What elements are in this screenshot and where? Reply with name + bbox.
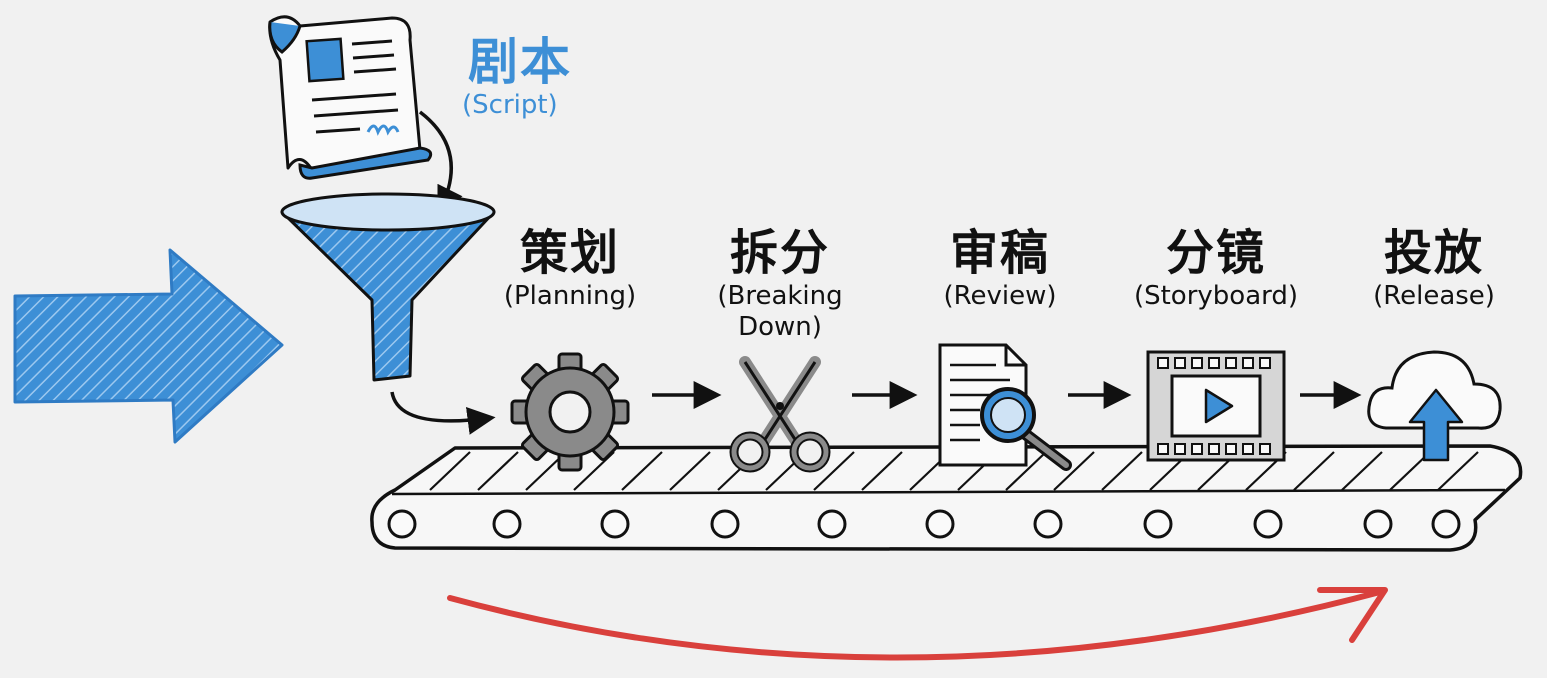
belt-roller	[1363, 509, 1393, 539]
belt-slat	[669, 451, 711, 491]
belt-roller	[387, 509, 417, 539]
stage-title-en: (Review)	[943, 281, 1057, 311]
film-perforation	[1242, 357, 1254, 369]
stage-title-zh: 分镜	[1165, 225, 1266, 281]
belt-slat	[477, 451, 519, 491]
film-perforation	[1157, 443, 1169, 455]
belt-slat	[813, 451, 855, 491]
belt-slat	[861, 451, 903, 491]
film-play-icon	[1146, 350, 1286, 462]
film-perforation	[1174, 443, 1186, 455]
stage-title-zh: 审稿	[949, 225, 1050, 281]
stage-title-zh: 投放	[1383, 225, 1484, 281]
big-input-arrow	[13, 248, 284, 444]
scissors-icon	[729, 356, 831, 473]
script-scroll-icon	[268, 15, 433, 180]
stage-label-planning: 策划 (Planning)	[460, 225, 680, 312]
film-perforation	[1225, 443, 1237, 455]
stage-title-zh: 策划	[519, 225, 620, 281]
cloud-upload-icon	[1367, 350, 1502, 462]
belt-roller	[600, 509, 630, 539]
film-perforation	[1191, 443, 1203, 455]
belt-roller	[1431, 509, 1461, 539]
belt-roller	[925, 509, 955, 539]
film-perforation	[1208, 443, 1220, 455]
belt-slat	[429, 451, 471, 491]
belt-roller	[710, 509, 740, 539]
belt-slat	[1293, 451, 1335, 491]
belt-slat	[1437, 451, 1479, 491]
script-title: 剧本	[468, 33, 572, 91]
stage-label-review: 审稿 (Review)	[890, 225, 1110, 312]
film-perforation	[1191, 357, 1203, 369]
script-subtitle: (Script)	[462, 90, 558, 120]
stage-label-breaking-down: 拆分 (Breaking Down)	[670, 225, 890, 343]
belt-slat	[1053, 451, 1095, 491]
gear-icon	[510, 352, 630, 472]
stage-title-en: (Release)	[1373, 281, 1495, 311]
stage-label-storyboard: 分镜 (Storyboard)	[1106, 225, 1326, 312]
belt-roller	[492, 509, 522, 539]
belt-slat	[621, 451, 663, 491]
film-perforation	[1242, 443, 1254, 455]
belt-slat	[1341, 451, 1383, 491]
film-perforation	[1225, 357, 1237, 369]
film-perforation	[1259, 443, 1271, 455]
stage-title-en: (Storyboard)	[1133, 281, 1299, 311]
film-perforation	[1157, 357, 1169, 369]
funnel-icon	[280, 192, 496, 382]
document-magnifier-icon	[938, 343, 1072, 471]
film-perforation	[1174, 357, 1186, 369]
film-perforation	[1259, 357, 1271, 369]
belt-roller	[817, 509, 847, 539]
stage-label-release: 投放 (Release)	[1324, 225, 1544, 312]
return-loop-arrow	[447, 589, 1383, 661]
belt-roller	[1143, 509, 1173, 539]
conveyor-belt	[370, 444, 1523, 552]
stage-title-zh: 拆分	[729, 225, 830, 281]
stage-title-en: (Planning)	[503, 281, 637, 311]
belt-slat	[1005, 451, 1047, 491]
stage-title-en: (Breaking Down)	[717, 281, 843, 342]
funnel-to-planning-arrow	[390, 391, 496, 435]
belt-roller	[1033, 509, 1063, 539]
film-perforation	[1208, 357, 1220, 369]
belt-slat	[1101, 451, 1143, 491]
belt-roller	[1253, 509, 1283, 539]
